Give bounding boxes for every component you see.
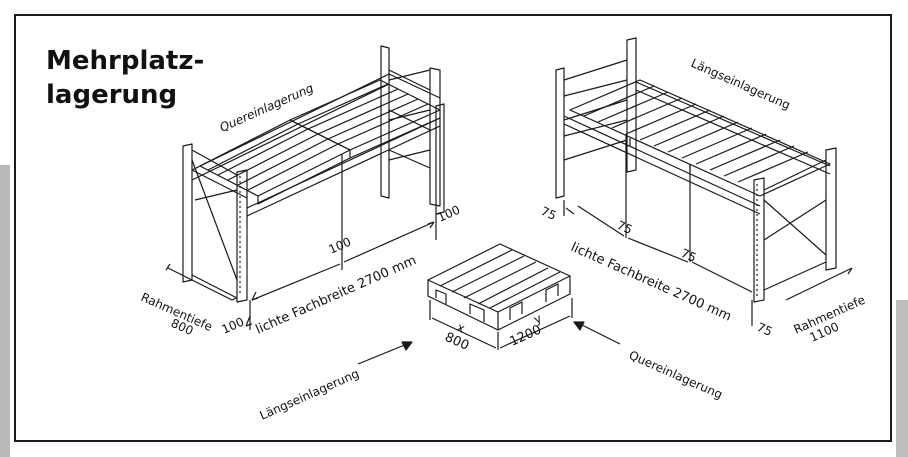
pallet-y-value: 1200	[508, 322, 544, 349]
right-rack-pallets	[569, 79, 831, 197]
right-rack-back-left-frame	[555, 37, 637, 199]
right-rack-gap-b: 75	[615, 218, 635, 237]
arrow-left	[357, 341, 413, 365]
arrow-left-label: Längseinlagerung	[258, 366, 362, 422]
right-rack-mid-posts	[625, 134, 691, 262]
left-rack-front-left-frame	[182, 143, 248, 303]
left-rack-pallets	[199, 79, 441, 205]
arrow-right	[573, 321, 621, 345]
right-gray-strip	[896, 300, 908, 457]
title-line-2: lagerung	[46, 80, 178, 110]
arrow-right-label: Quereinlagerung	[627, 348, 725, 402]
right-rack-gap-c: 75	[679, 246, 699, 265]
left-gray-strip	[0, 165, 10, 457]
left-rack-front-right-upright	[435, 103, 445, 215]
right-rack-top-label: Längseinlagerung	[689, 56, 793, 112]
left-rack-dimensions	[165, 214, 437, 330]
right-rack-gap-a: 75	[539, 204, 559, 223]
pallet-x-value: 800	[442, 330, 471, 354]
right-rack-dimensions	[563, 200, 853, 326]
diagram-frame	[14, 14, 892, 442]
left-rack-gap-mid: 100	[327, 235, 354, 257]
left-rack-gap-left: 100	[220, 315, 247, 337]
diagram-title: Mehrplatz- lagerung	[46, 44, 204, 112]
left-rack	[165, 45, 445, 330]
right-rack-front-right-frame	[753, 147, 837, 303]
left-rack-back-uprights	[380, 45, 441, 207]
right-rack-gap-d: 75	[755, 320, 775, 339]
right-rack-clear-width: lichte Fachbreite 2700 mm	[568, 240, 733, 325]
pallet	[427, 243, 573, 350]
right-rack	[555, 37, 853, 326]
title-line-1: Mehrplatz-	[46, 46, 205, 76]
